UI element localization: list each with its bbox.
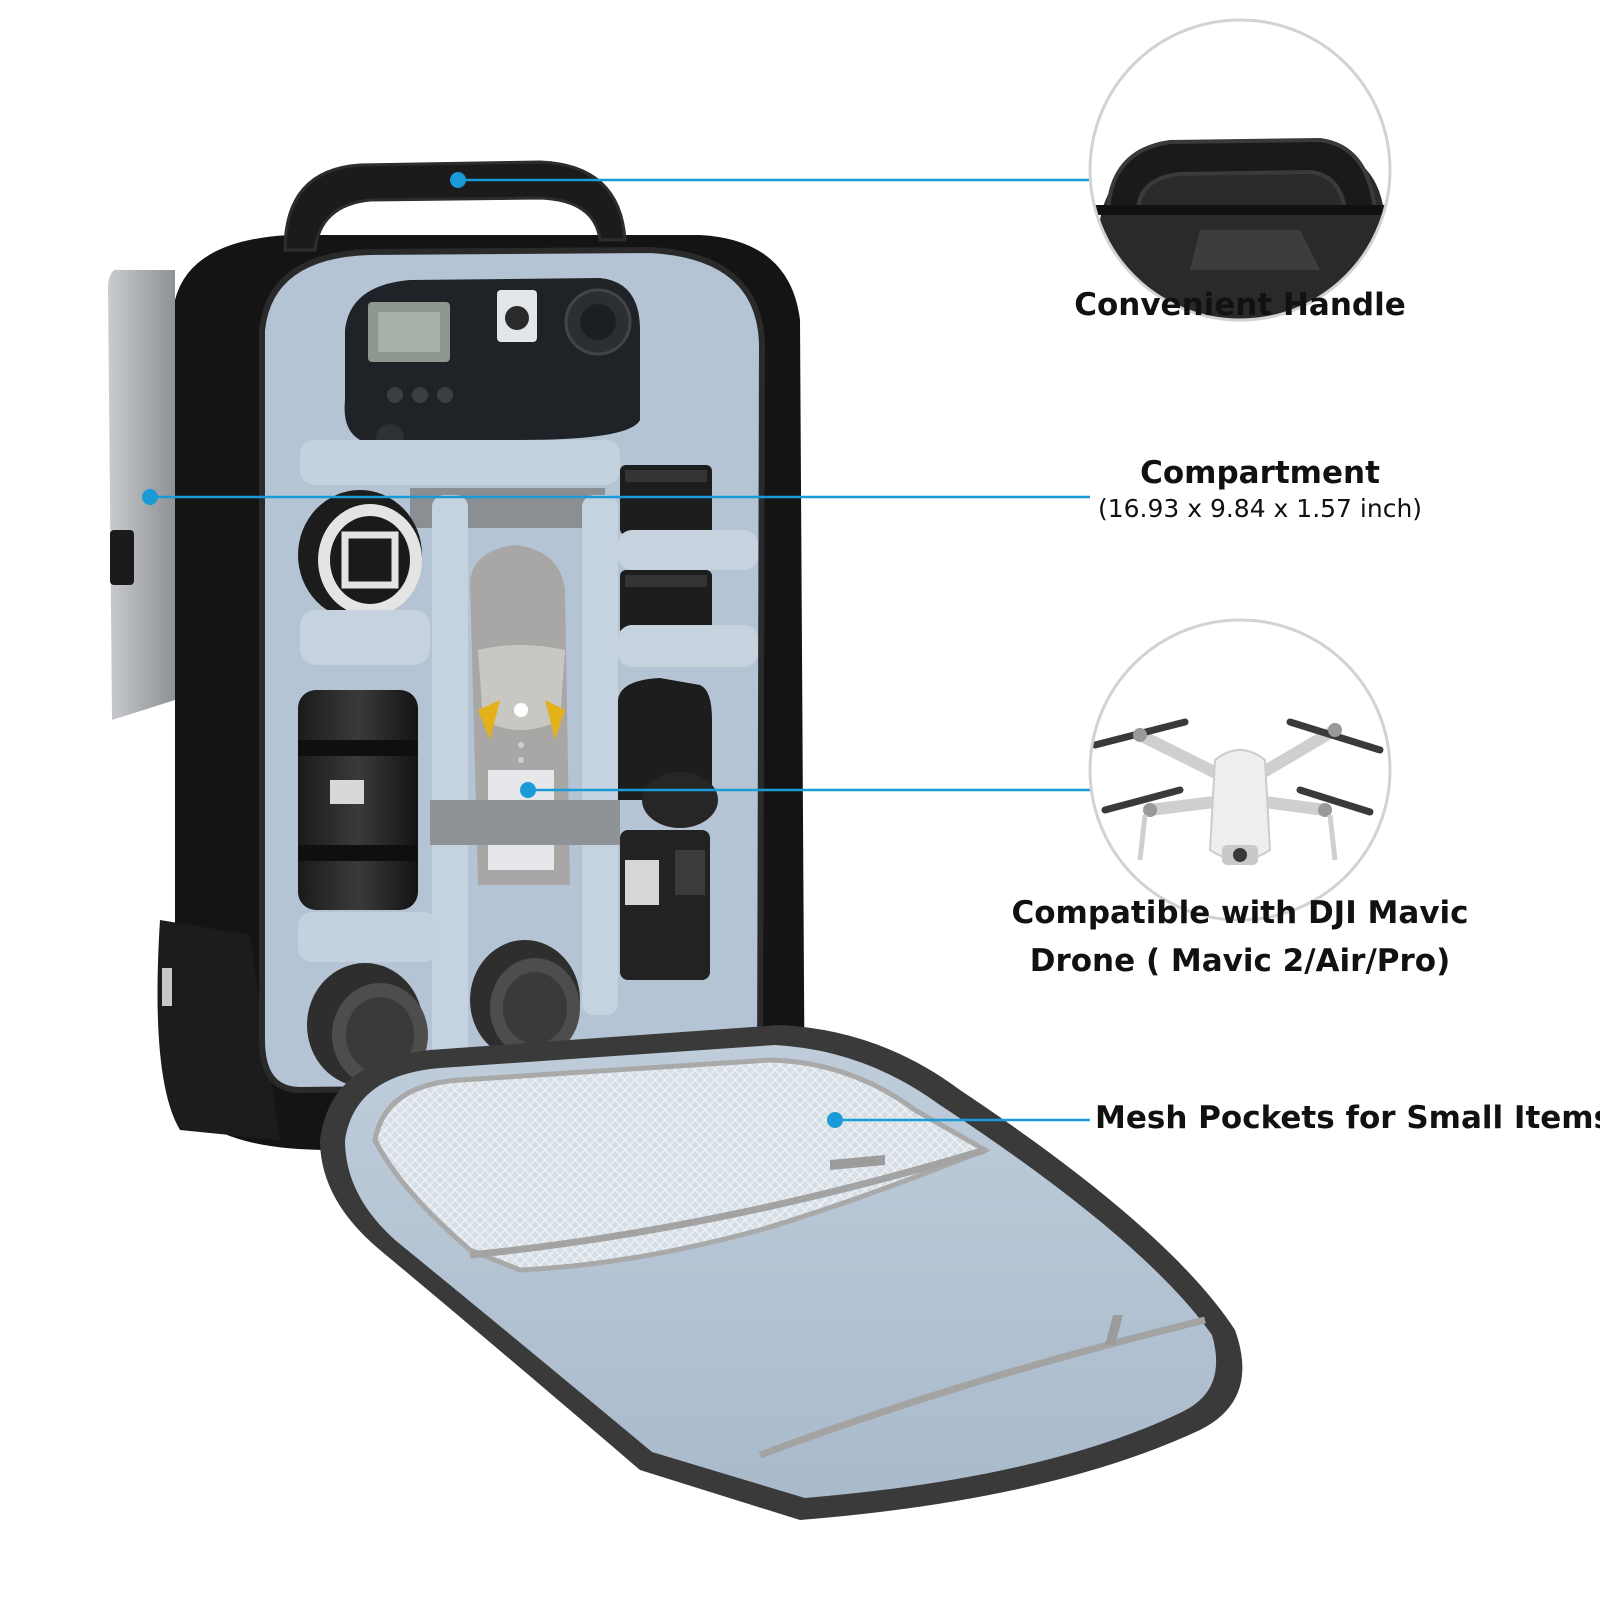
divider-right bbox=[582, 495, 618, 1015]
velcro-strap-bottom bbox=[430, 800, 620, 845]
callout-dot-handle bbox=[450, 172, 466, 188]
zipper-pull-icon bbox=[162, 968, 172, 1006]
lens-caps bbox=[298, 490, 430, 665]
callout-dot-drone bbox=[520, 782, 536, 798]
callout-lines bbox=[142, 172, 1090, 1128]
divider-left bbox=[432, 495, 468, 1095]
zoom-lens bbox=[298, 690, 418, 910]
handle-closeup-image bbox=[1088, 18, 1392, 322]
top-handle bbox=[283, 160, 627, 252]
mini-drone-image bbox=[1088, 618, 1392, 922]
laptop-edge bbox=[108, 269, 175, 720]
compartment-dimensions: (16.93 x 9.84 x 1.57 inch) bbox=[1097, 494, 1423, 523]
side-strap bbox=[110, 530, 134, 585]
zipper-pull-icon bbox=[830, 1155, 885, 1170]
drone-batteries bbox=[618, 465, 758, 667]
mesh-zipper bbox=[469, 1146, 987, 1259]
camera-backpack-image bbox=[108, 160, 1243, 1520]
compartment-caption: Compartment bbox=[1140, 455, 1380, 491]
callout-dot-mesh bbox=[827, 1112, 843, 1128]
handle-caption: Convenient Handle bbox=[1074, 287, 1406, 323]
front-flap bbox=[320, 1025, 1243, 1520]
camera-body bbox=[344, 278, 640, 452]
divider-top bbox=[300, 440, 620, 485]
drone-caption-line1: Compatible with DJI Mavic bbox=[1011, 895, 1469, 931]
prime-lenses bbox=[307, 940, 580, 1087]
divider-lens bbox=[298, 912, 438, 962]
zipper-pull-icon bbox=[1105, 1315, 1123, 1345]
drone-caption-line2: Drone ( Mavic 2/Air/Pro) bbox=[1029, 943, 1451, 979]
speedlight-flash bbox=[618, 678, 718, 980]
mesh-caption: Mesh Pockets for Small Items bbox=[1095, 1100, 1600, 1136]
callout-dot-compartment bbox=[142, 489, 158, 505]
lower-zipper bbox=[758, 1316, 1206, 1459]
side-pocket bbox=[157, 920, 280, 1140]
